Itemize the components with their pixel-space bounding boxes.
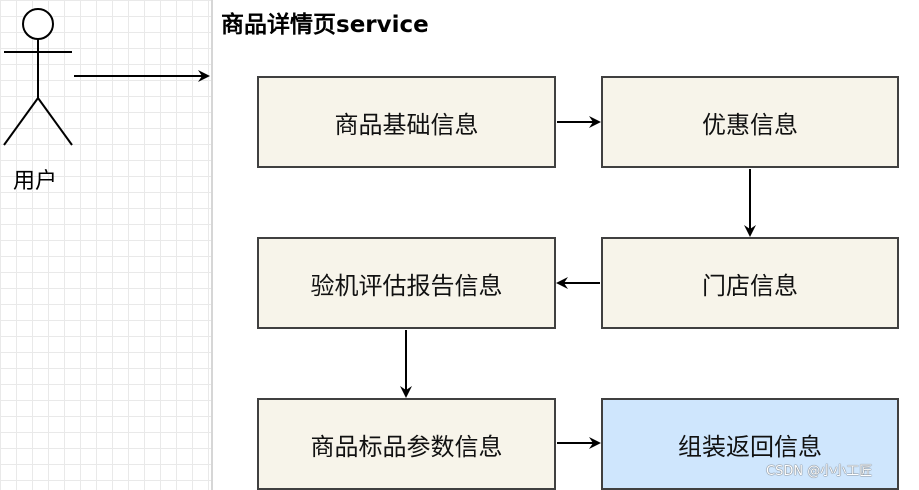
canvas-grid <box>0 0 211 490</box>
node-store-info: 门店信息 <box>601 237 899 329</box>
actor-label-user: 用户 <box>13 169 58 194</box>
node-inspection-report-info: 验机评估报告信息 <box>257 237 556 329</box>
node-standard-params-info: 商品标品参数信息 <box>257 398 556 490</box>
node-discount-info: 优惠信息 <box>601 76 899 168</box>
swimlane-divider <box>211 0 213 490</box>
node-assemble-return-info: 组装返回信息 <box>601 398 899 490</box>
diagram-title: 商品详情页service <box>221 12 429 38</box>
node-basic-info: 商品基础信息 <box>257 76 556 168</box>
watermark-text: CSDN @小小工匠 <box>766 464 873 479</box>
user-actor-icon <box>3 8 73 146</box>
